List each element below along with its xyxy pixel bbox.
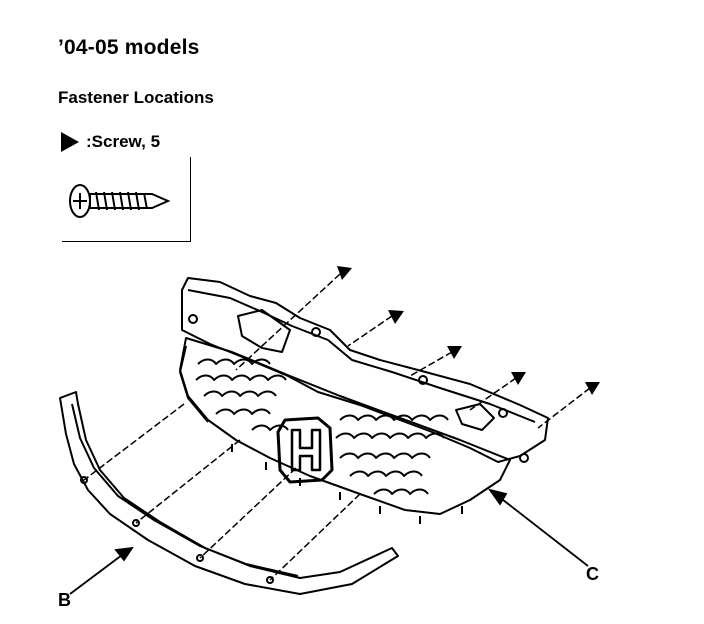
grille-body: [179, 337, 511, 524]
screw-illustration-box: [62, 157, 191, 242]
callout-b: B: [58, 590, 71, 610]
callout-leaders: [69, 488, 589, 595]
legend-label: :Screw, 5: [86, 132, 161, 151]
screw-arrowheads: [337, 266, 600, 395]
lower-molding: [59, 391, 399, 595]
screw-icon: [69, 184, 171, 218]
arrow-triangle-icon: [337, 266, 352, 280]
screw-locator-lines: [83, 273, 591, 581]
arrow-triangle-icon: [61, 132, 79, 152]
arrow-triangle-icon: [511, 372, 526, 385]
section-heading: Fastener Locations: [58, 88, 214, 107]
fastener-legend: :Screw, 5: [60, 131, 160, 153]
callout-c: C: [586, 564, 599, 584]
arrow-triangle-icon: [447, 346, 462, 359]
page-title: ’04-05 models: [58, 36, 200, 59]
grille-upper-frame: [181, 277, 549, 463]
arrow-triangle-icon: [388, 310, 404, 324]
emblem: [276, 416, 334, 484]
arrow-triangle-icon: [585, 382, 600, 395]
